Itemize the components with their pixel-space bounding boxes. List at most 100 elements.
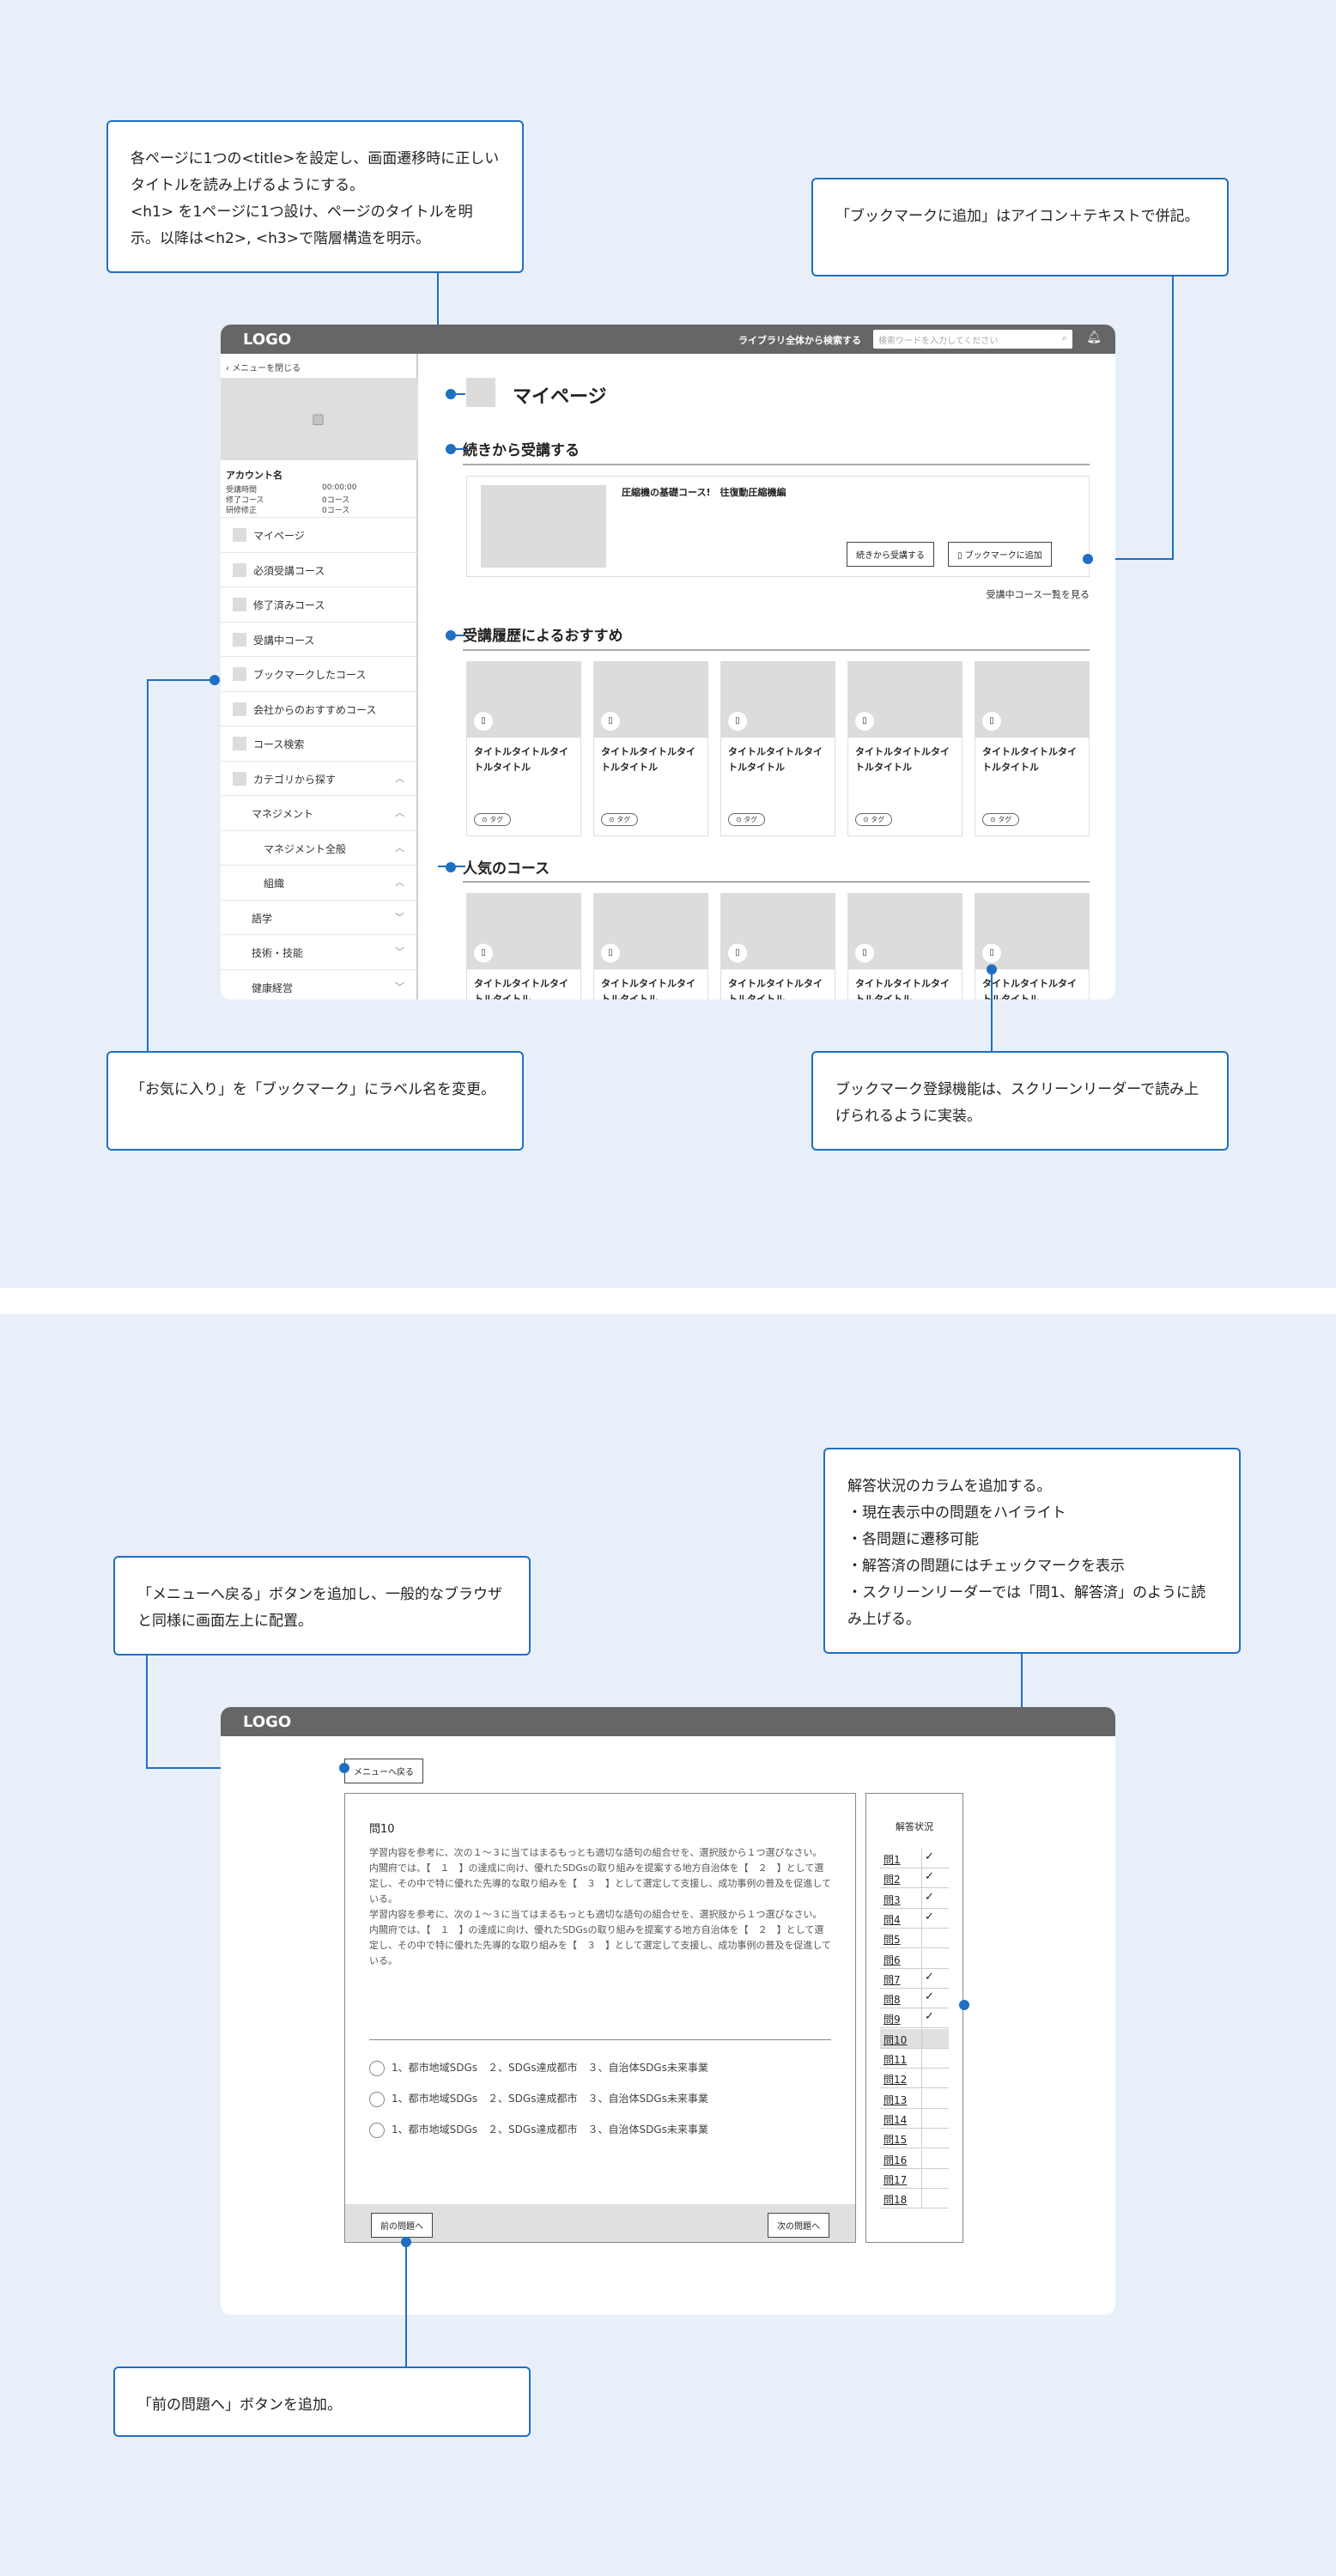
- sidebar-nav-item[interactable]: 健康経営﹀: [221, 969, 418, 1000]
- chevron-icon[interactable]: ︿: [395, 877, 404, 888]
- course-card[interactable]: ▯タイトルタイトルタイトルタイトル⊙ タグ: [593, 661, 708, 836]
- question-link[interactable]: 問5: [884, 1934, 901, 1947]
- sidebar-nav-item[interactable]: 組織︿: [221, 865, 418, 899]
- bookmark-icon[interactable]: ▯: [474, 712, 493, 731]
- sidebar-nav-item[interactable]: 語学﹀: [221, 899, 418, 934]
- top-bar: LOGO ライブラリ全体から検索する 検索ワードを入力してください⌕ 🔔︎: [221, 325, 1115, 354]
- bookmark-icon[interactable]: ▯: [982, 712, 1001, 731]
- radio-icon[interactable]: [369, 2122, 385, 2138]
- question-link[interactable]: 問2: [884, 1874, 901, 1886]
- course-card[interactable]: ▯タイトルタイトルタイトルタイトル⊙ タグ: [466, 661, 581, 836]
- continue-course-card[interactable]: 圧縮機の基礎コース! 往復動圧縮機編 続きから受講する ▯ ブックマークに追加: [466, 476, 1090, 577]
- status-row[interactable]: 問3✓: [880, 1888, 949, 1909]
- status-row[interactable]: 問4✓: [880, 1908, 949, 1929]
- question-link[interactable]: 問18: [884, 2194, 908, 2207]
- question-link[interactable]: 問8: [884, 1994, 901, 2007]
- next-question-button[interactable]: 次の問題へ: [768, 2213, 829, 2238]
- bookmark-icon[interactable]: ▯: [728, 944, 747, 963]
- question-link[interactable]: 問14: [884, 2113, 908, 2126]
- page-title: マイページ: [513, 386, 607, 408]
- bell-icon[interactable]: 🔔︎: [1086, 331, 1102, 344]
- close-menu-link[interactable]: ‹ メニューを閉じる: [226, 364, 301, 374]
- choice-1[interactable]: 1、都市地域SDGs ２、SDGs達成都市 ３、自治体SDGs未来事業: [369, 2060, 708, 2076]
- bookmark-icon[interactable]: ▯: [982, 944, 1001, 963]
- bookmark-icon[interactable]: ▯: [474, 944, 493, 963]
- status-row[interactable]: 問14: [880, 2108, 949, 2129]
- course-card[interactable]: ▯タイトルタイトルタイトルタイトル⊙ タグ: [847, 893, 963, 999]
- sidebar-nav-item[interactable]: コース検索: [221, 726, 418, 760]
- bookmark-icon[interactable]: ▯: [855, 944, 874, 963]
- sidebar-nav-item[interactable]: マネジメント全般 ︿: [221, 829, 418, 865]
- choice-2[interactable]: 1、都市地域SDGs ２、SDGs達成都市 ３、自治体SDGs未来事業: [369, 2091, 708, 2107]
- continue-button[interactable]: 続きから受講する: [847, 542, 934, 567]
- see-all-link[interactable]: 受講中コース一覧を見る: [986, 589, 1090, 600]
- search-icon[interactable]: ⌕: [1061, 332, 1067, 343]
- chevron-icon[interactable]: ︿: [395, 807, 404, 818]
- bookmark-icon[interactable]: ▯: [601, 944, 620, 963]
- course-card[interactable]: ▯タイトルタイトルタイトルタイトル⊙ タグ: [975, 661, 1090, 836]
- radio-icon[interactable]: [369, 2060, 385, 2076]
- status-row[interactable]: 問13: [880, 2088, 949, 2109]
- library-search-link[interactable]: ライブラリ全体から検索する: [738, 335, 861, 346]
- course-card[interactable]: ▯タイトルタイトルタイトルタイトル⊙ タグ: [593, 893, 708, 999]
- question-link[interactable]: 問7: [884, 1973, 901, 1986]
- course-card[interactable]: ▯タイトルタイトルタイトルタイトル⊙ タグ: [847, 661, 963, 836]
- status-row[interactable]: 問12: [880, 2069, 949, 2089]
- status-row[interactable]: 問9✓: [880, 2008, 949, 2029]
- course-card[interactable]: ▯タイトルタイトルタイトルタイトル⊙ タグ: [720, 661, 835, 836]
- question-link[interactable]: 問3: [884, 1893, 901, 1906]
- sidebar-item-label: マネジメント全般: [264, 842, 347, 855]
- question-link[interactable]: 問10: [884, 2033, 908, 2046]
- question-link[interactable]: 問16: [884, 2154, 908, 2166]
- sidebar-nav-item[interactable]: マイページ: [221, 517, 418, 551]
- sidebar-nav-item[interactable]: カテゴリから探す︿: [221, 760, 418, 795]
- nav-icon: [233, 562, 246, 577]
- chevron-icon[interactable]: ﹀: [395, 981, 404, 993]
- choice-3[interactable]: 1、都市地域SDGs ２、SDGs達成都市 ３、自治体SDGs未来事業: [369, 2122, 708, 2138]
- sidebar-nav-item[interactable]: 技術・技能﹀: [221, 934, 418, 969]
- sidebar-nav-item[interactable]: マネジメント︿: [221, 795, 418, 829]
- status-row[interactable]: 問16: [880, 2148, 949, 2169]
- bookmark-icon[interactable]: ▯: [728, 712, 747, 731]
- course-card[interactable]: ▯タイトルタイトルタイトルタイトル⊙ タグ: [720, 893, 835, 999]
- question-link[interactable]: 問13: [884, 2093, 908, 2106]
- question-link[interactable]: 問9: [884, 2014, 901, 2026]
- back-to-menu-button[interactable]: メニューへ戻る: [344, 1759, 423, 1783]
- search-input[interactable]: 検索ワードを入力してください⌕: [873, 330, 1072, 349]
- status-row[interactable]: 問1✓: [880, 1849, 949, 1868]
- sidebar-nav-item[interactable]: 必須受講コース: [221, 551, 418, 586]
- chevron-icon[interactable]: ﹀: [395, 911, 404, 923]
- radio-icon[interactable]: [369, 2091, 385, 2107]
- bookmark-icon[interactable]: ▯: [601, 712, 620, 731]
- question-link[interactable]: 問15: [884, 2134, 908, 2147]
- status-row[interactable]: 問5: [880, 1929, 949, 1949]
- question-link[interactable]: 問4: [884, 1913, 901, 1926]
- question-link[interactable]: 問6: [884, 1953, 901, 1966]
- status-row[interactable]: 問6: [880, 1948, 949, 1969]
- chevron-icon[interactable]: ︿: [395, 841, 404, 854]
- add-bookmark-button[interactable]: ▯ ブックマークに追加: [948, 542, 1052, 567]
- question-link[interactable]: 問1: [884, 1854, 901, 1866]
- status-row[interactable]: 問15: [880, 2129, 949, 2149]
- chevron-icon[interactable]: ﹀: [395, 946, 404, 957]
- sidebar-nav-item[interactable]: 修了済みコース: [221, 586, 418, 621]
- sidebar-nav-item[interactable]: 受講中コース: [221, 621, 418, 656]
- question-link[interactable]: 問17: [884, 2173, 908, 2186]
- question-link[interactable]: 問12: [884, 2074, 908, 2087]
- status-row[interactable]: 問17: [880, 2168, 949, 2189]
- status-row[interactable]: 問10: [880, 2028, 949, 2049]
- prev-question-button[interactable]: 前の問題へ: [371, 2213, 433, 2238]
- course-card[interactable]: ▯タイトルタイトルタイトルタイトル⊙ タグ: [466, 893, 581, 999]
- status-row[interactable]: 問7✓: [880, 1968, 949, 1989]
- course-card[interactable]: ▯タイトルタイトルタイトルタイトル⊙ タグ: [975, 893, 1090, 999]
- question-link[interactable]: 問11: [884, 2054, 908, 2066]
- status-row[interactable]: 問8✓: [880, 1989, 949, 2009]
- sidebar-nav-item[interactable]: 会社からのおすすめコース: [221, 690, 418, 726]
- bookmark-icon[interactable]: ▯: [855, 712, 874, 731]
- status-row[interactable]: 問11: [880, 2049, 949, 2069]
- sidebar-nav-item[interactable]: ブックマークしたコース: [221, 656, 418, 690]
- status-row[interactable]: 問18: [880, 2189, 949, 2209]
- chevron-icon[interactable]: ︿: [395, 772, 404, 784]
- status-row[interactable]: 問2✓: [880, 1868, 949, 1889]
